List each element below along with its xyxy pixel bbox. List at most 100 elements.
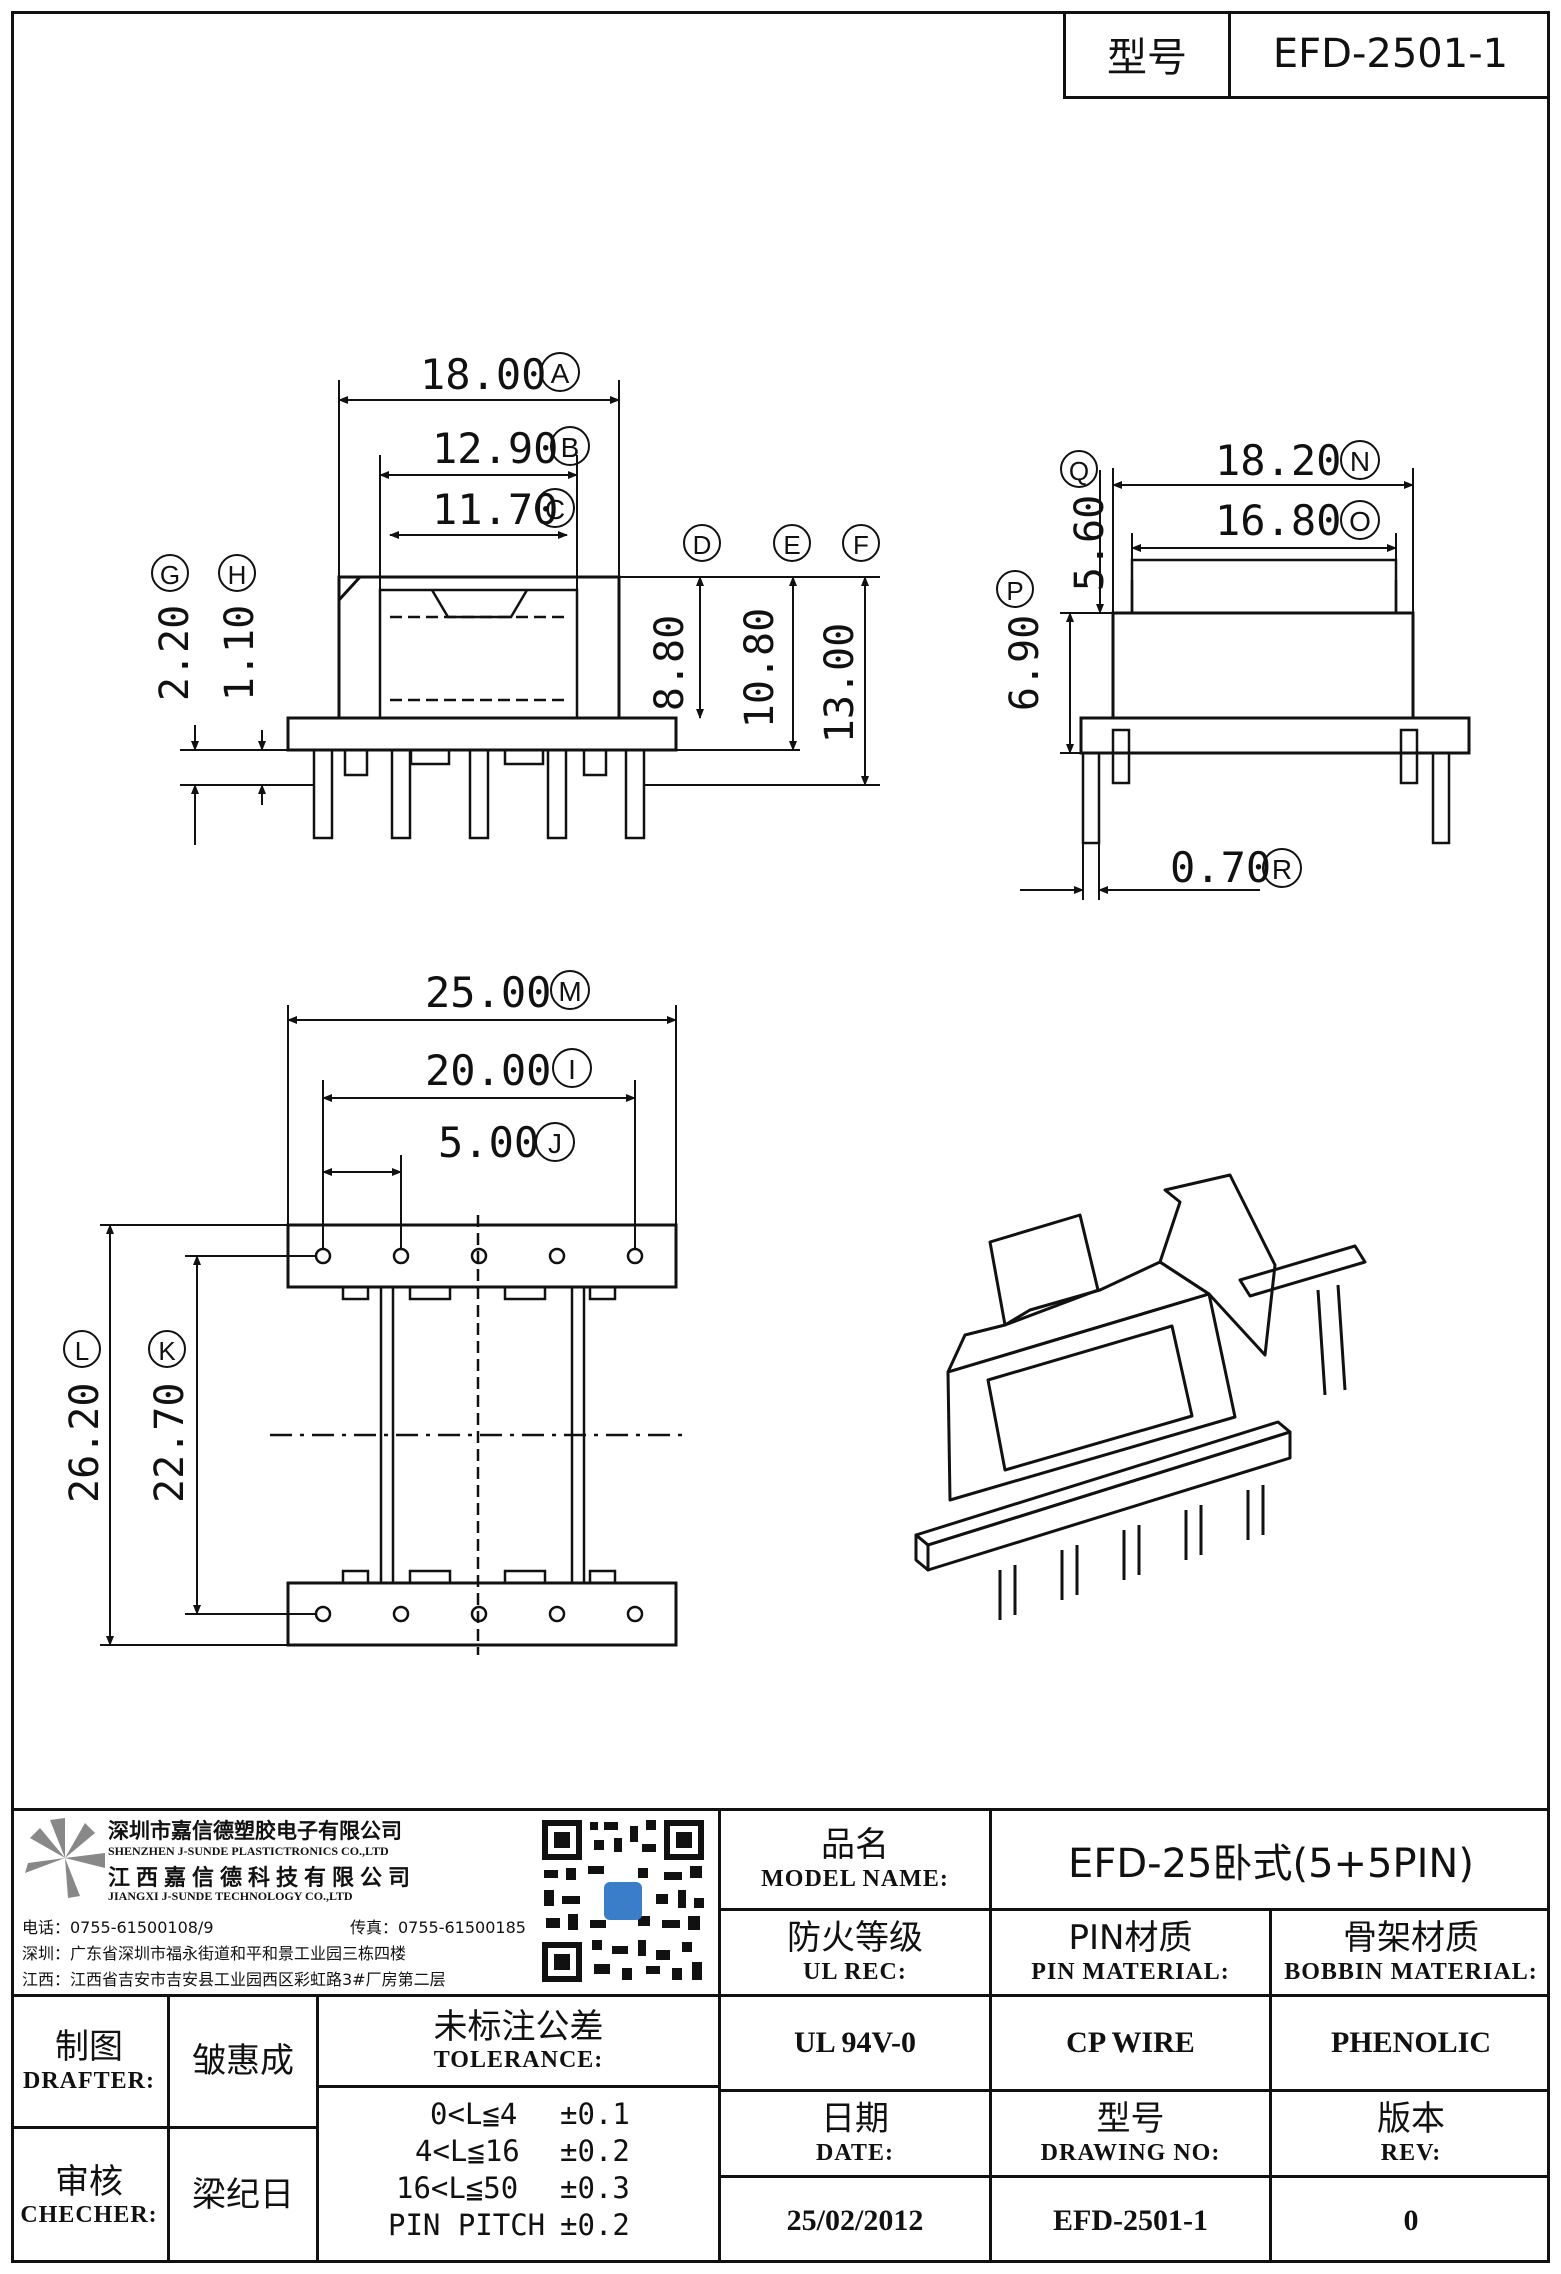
dim-k-letter: K <box>148 1330 186 1368</box>
title-block <box>11 1808 1550 2263</box>
tb-hline-3 <box>718 2089 1550 2092</box>
rev-label-cn: 版本 <box>1377 2099 1445 2140</box>
dim-m-letter: M <box>550 970 590 1010</box>
drafter-value: 皱惠成 <box>192 2040 294 2081</box>
bobbin-material-label: 骨架材质 BOBBIN MATERIAL: <box>1272 1911 1550 1994</box>
qr-code-icon <box>538 1816 708 1986</box>
tolerance-range-1: 0<L≦4 <box>430 2097 518 2131</box>
company-name-en-2: JIANGXI J-SUNDE TECHNOLOGY CO.,LTD <box>108 1889 353 1903</box>
dim-l-value: 26.20 <box>62 1382 108 1503</box>
model-name-label-en: MODEL NAME: <box>761 1865 949 1892</box>
sheet-border <box>11 11 1550 2263</box>
checker-value: 梁纪日 <box>192 2175 294 2216</box>
pin-material-label-en: PIN MATERIAL: <box>1031 1958 1230 1985</box>
tb-vline-4 <box>167 1994 170 2263</box>
date-label: 日期 DATE: <box>721 2092 989 2175</box>
dim-n-letter: N <box>1340 440 1380 480</box>
dim-k-value: 22.70 <box>147 1382 193 1503</box>
dim-r-letter: R <box>1262 848 1302 888</box>
dim-o-letter: O <box>1340 500 1380 540</box>
dim-h-value: 1.10 <box>217 604 263 702</box>
tolerance-value-2: ±0.2 <box>560 2134 630 2168</box>
dim-f-letter: F <box>842 524 880 562</box>
tolerance-value-1: ±0.1 <box>560 2097 630 2131</box>
date-label-en: DATE: <box>816 2139 894 2166</box>
tolerance-label-en: TOLERANCE: <box>433 2047 604 2074</box>
dim-q-value: 5.60 <box>1067 494 1113 592</box>
dim-i-letter: I <box>552 1048 592 1088</box>
side-view-dimensions <box>1020 468 1414 900</box>
dim-f-value: 13.00 <box>817 622 863 744</box>
tolerance-range-2: 4<L≦16 <box>415 2134 520 2168</box>
dim-b-letter: B <box>550 426 590 466</box>
ul-rec-label-cn: 防火等级 <box>787 1918 923 1959</box>
checker-label-en: CHECHER: <box>20 2202 158 2229</box>
tb-hline-5 <box>316 2085 719 2088</box>
model-header-box <box>1063 11 1550 99</box>
drafter-label: 制图 DRAFTER: <box>11 1997 167 2126</box>
dim-m-value: 25.00 <box>425 968 552 1017</box>
dim-a-letter: A <box>540 352 580 392</box>
technical-drawing <box>100 380 1471 1655</box>
checker-label: 审核 CHECHER: <box>11 2129 167 2263</box>
ul-rec-label: 防火等级 UL REC: <box>721 1911 989 1994</box>
model-name-value: EFD-25卧式(5+5PIN) <box>1068 1840 1474 1887</box>
model-header-label: 型号 <box>1107 34 1187 81</box>
pin-material-value: CP WIRE <box>1066 2026 1195 2059</box>
date-label-cn: 日期 <box>821 2099 889 2140</box>
tb-hline-4 <box>11 2126 317 2129</box>
tb-vline-1 <box>718 1808 721 2263</box>
company-address-shenzhen: 深圳：广东省深圳市福永街道和平和景工业园三栋四楼 <box>22 1944 407 1963</box>
bottom-view <box>270 1215 690 1655</box>
side-view <box>1079 558 1471 845</box>
front-view-dimensions <box>180 380 880 845</box>
model-header-divider <box>1228 11 1231 99</box>
company-logo-icon <box>25 1818 105 1898</box>
dim-j-letter: J <box>535 1122 575 1162</box>
model-name-label-cn: 品名 <box>821 1825 889 1866</box>
model-name-label: 品名 MODEL NAME: <box>721 1811 989 1908</box>
company-name-cn-1: 深圳市嘉信德塑胶电子有限公司 <box>108 1819 402 1843</box>
dim-o-value: 16.80 <box>1215 496 1342 545</box>
dim-b-value: 12.90 <box>432 424 559 473</box>
dim-n-value: 18.20 <box>1215 436 1342 485</box>
drawing-no-value: EFD-2501-1 <box>1053 2203 1208 2237</box>
rev-label-en: REV: <box>1380 2139 1442 2166</box>
tolerance-value-3: ±0.3 <box>560 2171 630 2205</box>
drafter-label-en: DRAFTER: <box>23 2067 155 2094</box>
dim-q-letter: Q <box>1060 450 1098 488</box>
dim-h-letter: H <box>218 554 256 592</box>
dim-l-letter: L <box>63 1330 101 1368</box>
pin-material-label-cn: PIN材质 <box>1068 1918 1193 1959</box>
tb-vline-3 <box>1269 1908 1272 2263</box>
drawing-no-label: 型号 DRAWING NO: <box>992 2092 1269 2175</box>
bobbin-material-label-en: BOBBIN MATERIAL: <box>1284 1958 1538 1985</box>
tb-vline-5 <box>316 1994 319 2263</box>
drafter-label-cn: 制图 <box>55 2027 123 2068</box>
dim-e-letter: E <box>773 524 811 562</box>
isometric-view <box>914 1173 1367 1620</box>
tolerance-label-cn: 未标注公差 <box>433 2006 604 2047</box>
bobbin-material-label-cn: 骨架材质 <box>1343 1918 1479 1959</box>
ul-rec-label-en: UL REC: <box>803 1958 907 1985</box>
dim-i-value: 20.00 <box>425 1046 552 1095</box>
model-header-value: EFD-2501-1 <box>1272 30 1509 77</box>
dim-d-letter: D <box>683 524 721 562</box>
dim-c-letter: C <box>535 488 575 528</box>
ul-rec-value: UL 94V-0 <box>794 2026 916 2059</box>
dim-e-value: 10.80 <box>737 607 783 729</box>
dim-g-letter: G <box>151 554 189 592</box>
tolerance-range-3: 16<L≦50 <box>396 2171 519 2205</box>
dim-g-value: 2.20 <box>152 604 198 702</box>
front-view <box>286 575 678 840</box>
checker-label-cn: 审核 <box>55 2161 123 2202</box>
dim-d-value: 8.80 <box>647 614 693 712</box>
drawing-no-label-en: DRAWING NO: <box>1040 2139 1221 2166</box>
company-fax: 传真：0755-61500185 <box>350 1918 526 1937</box>
bobbin-material-value: PHENOLIC <box>1330 2026 1492 2059</box>
dim-r-value: 0.70 <box>1170 843 1272 892</box>
tolerance-label: 未标注公差 TOLERANCE: <box>319 1997 718 2085</box>
tb-hline-2 <box>718 1908 1550 1911</box>
tolerance-range-4: PIN PITCH <box>388 2208 546 2242</box>
